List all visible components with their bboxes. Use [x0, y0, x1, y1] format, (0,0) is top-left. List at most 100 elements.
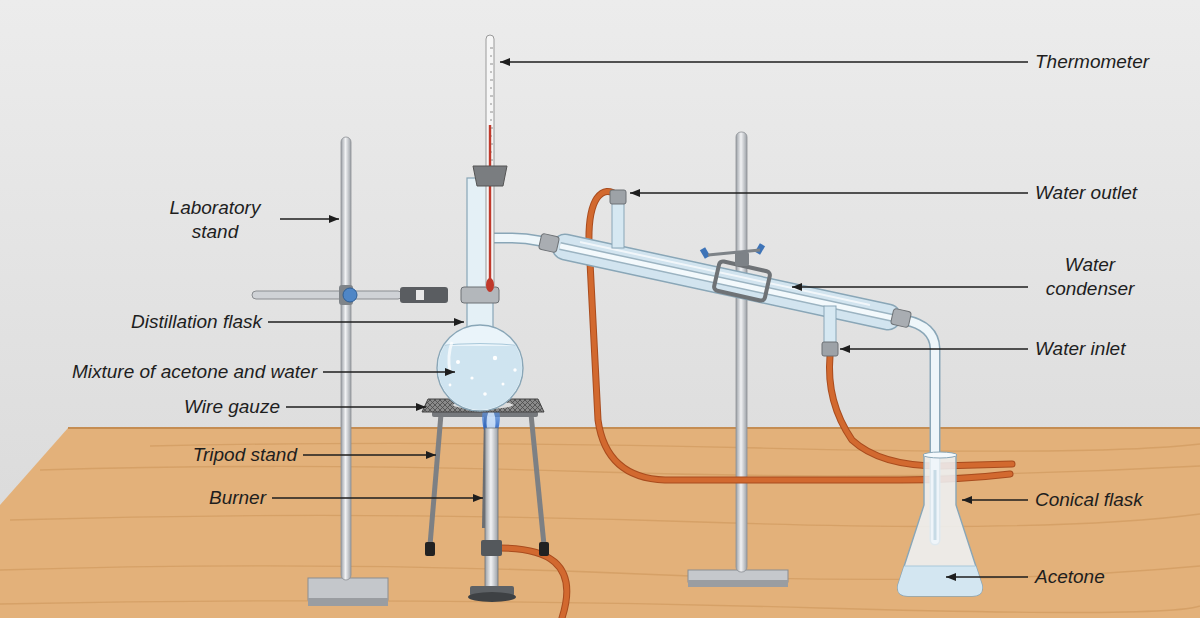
clamp-jaw: [400, 287, 448, 303]
part-label: Water condenser: [1032, 253, 1148, 301]
glass-highlight: [449, 342, 452, 372]
thermometer: [473, 35, 507, 292]
acetone-liquid: [890, 566, 990, 601]
flask-rim: [923, 452, 957, 458]
stand-rod: [341, 137, 351, 580]
inner-tube: [560, 246, 893, 318]
bubble: [456, 360, 460, 364]
wood-grain: [0, 443, 1200, 612]
burner-collar: [481, 540, 502, 556]
stand-base-front: [308, 598, 388, 606]
leader-line: [792, 286, 1028, 287]
table-edge: [68, 427, 1200, 429]
part-label: Tripod stand: [193, 443, 297, 467]
outlet-hose-shadow: [589, 191, 1010, 480]
part-label: Conical flask: [1035, 488, 1143, 512]
gas-hose-shadow: [500, 548, 567, 618]
glass-highlight: [580, 242, 870, 305]
table-top: [0, 428, 1200, 618]
thermometer-stem: [486, 35, 494, 290]
liquid: [430, 346, 530, 416]
leader-line: [962, 499, 1028, 500]
conical-flask: [890, 452, 990, 601]
bubble: [483, 392, 487, 396]
tripod-leg: [430, 414, 441, 545]
part-label: Laboratory stand: [153, 196, 277, 244]
bubble: [493, 356, 497, 360]
table: [0, 428, 1200, 618]
distillation-flask: [430, 178, 530, 416]
leader-line: [286, 406, 426, 407]
grain-line: [0, 600, 1200, 613]
inner-tube-outline: [560, 246, 893, 318]
inlet-hose-shadow: [829, 356, 1012, 466]
stand-rod: [736, 132, 747, 572]
flask-liquid: [890, 566, 990, 601]
part-label: Water outlet: [1035, 181, 1137, 205]
tripod-foot: [425, 542, 435, 556]
tube-glass: [493, 238, 935, 540]
burner-foot: [468, 592, 516, 602]
stand-base-front: [688, 580, 788, 587]
condenser-clamp: [713, 261, 770, 302]
outlet-cap: [610, 190, 626, 204]
bubble: [513, 368, 516, 371]
rubber-joint: [890, 308, 911, 328]
clamp-screw: [700, 247, 710, 259]
leader-line: [280, 218, 339, 219]
tripod-leg: [531, 414, 544, 545]
part-label: Mixture of acetone and water: [72, 360, 317, 384]
tripod-foot: [539, 542, 549, 556]
liquid-surface: [890, 566, 990, 567]
bubble: [449, 384, 452, 387]
neck-clamp: [461, 287, 499, 303]
gas-hose: [500, 548, 567, 618]
outlet-nozzle: [612, 202, 624, 248]
stand-base: [308, 578, 388, 600]
part-label: Wire gauze: [184, 395, 280, 419]
water-condenser: [538, 190, 911, 356]
part-label: Burner: [209, 486, 266, 510]
bubble: [470, 376, 473, 379]
part-label: Thermometer: [1035, 50, 1149, 74]
inlet-hose: [829, 356, 1012, 466]
burner-barrel: [485, 428, 498, 590]
boss-knob: [343, 288, 357, 302]
leader-line: [500, 61, 1028, 62]
leader-line: [323, 371, 455, 372]
part-label: Water inlet: [1035, 337, 1125, 361]
clamp-boss: [735, 252, 749, 266]
bubble: [502, 383, 505, 386]
inlet-cap: [822, 342, 838, 356]
leader-line: [840, 348, 1028, 349]
grain-line: [10, 514, 1200, 527]
leader-line: [630, 192, 1028, 193]
condenser-stand: [688, 132, 788, 587]
thermometer-bulb: [486, 278, 494, 292]
part-label: Distillation flask: [131, 310, 262, 334]
stopper: [473, 166, 507, 186]
leader-line: [272, 497, 483, 498]
mercury-column: [489, 125, 491, 283]
clamp-arm: [252, 291, 402, 299]
inlet-nozzle: [824, 306, 836, 346]
leader-lines: [268, 62, 1028, 577]
clamp-screw: [416, 290, 424, 300]
leader-line: [268, 321, 464, 322]
outlet-hose: [589, 191, 1010, 480]
liquid-surface: [436, 344, 524, 347]
grain-line: [150, 443, 1200, 451]
leader-line: [303, 454, 436, 455]
part-label: Acetone: [1035, 565, 1105, 589]
flask-liquid: [430, 344, 530, 417]
tube-in-flask: [934, 470, 937, 540]
clamp-bar: [708, 250, 760, 255]
tube-outline: [493, 238, 935, 540]
glass-tubing: [493, 238, 935, 540]
grain-line: [0, 566, 1200, 580]
rubber-joint: [538, 233, 559, 253]
